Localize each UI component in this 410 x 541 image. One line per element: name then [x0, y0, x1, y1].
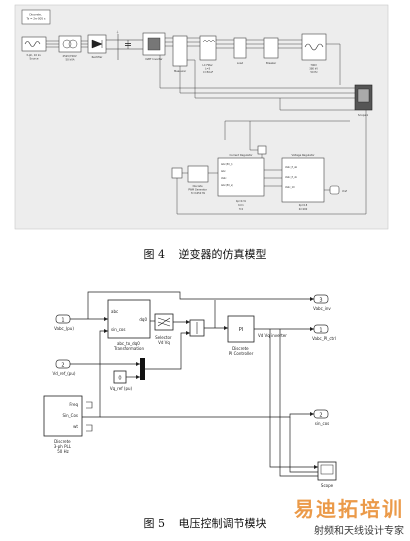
fig5-inport-1-label: Vabc_(pu) [54, 326, 74, 331]
fig5-abc2dq0-label: abc_to_dq0 Transformation [113, 341, 144, 351]
fig4-transformer2-label: 700V 380 kV 50 Hz [309, 63, 319, 74]
fig5-outport-1-num: 1 [319, 328, 322, 334]
fig5-pll-label: Discrete 3-ph PLL 50 Hz [54, 439, 72, 454]
fig5-outport-2-label: sin_cos [315, 421, 329, 426]
fig4-scope-label: Scope1 [358, 113, 369, 117]
fig4-rectifier-diode-icon [91, 39, 103, 49]
fig4-current-regulator-block[interactable] [217, 157, 265, 197]
fig4-scope-screen [357, 88, 370, 103]
fig4-current-regulator-title: Current Regulator [229, 153, 253, 157]
fig5-terminator-wt [86, 424, 93, 432]
fig5-pi-output-label: Vd Vq inverter [258, 333, 287, 338]
fig5-pi-label: Discrete PI Controller [229, 346, 254, 356]
fig4-rectifier-label: Rectifier [92, 55, 104, 59]
fig4-cr-port-2: Vabc [221, 177, 227, 180]
fig4-caption-text: 逆变器的仿真模型 [178, 248, 267, 261]
fig4-transformer1-coil-b [68, 39, 78, 49]
fig4-transformer2-block[interactable] [301, 33, 327, 61]
fig4-transformer2-sine-icon [304, 43, 324, 51]
fig4-voltage-regulator-title: Voltage Regulator [291, 153, 315, 157]
fig5-pll-block[interactable] [43, 395, 83, 437]
fig4-signal-lines [159, 55, 367, 215]
fig4-measure-label: Measurer [174, 69, 187, 73]
fig5-outport-1-label: Vabc_PI_ctrl [312, 336, 336, 341]
fig4-load-label: Load [237, 61, 244, 65]
fig4-vr-port-2: Vabc_10 [285, 186, 295, 189]
fig4-lcfilter-coil-icon [202, 40, 216, 43]
fig4-vr-port-1: Vabc_P_vb [285, 176, 298, 179]
fig5-outport-3-num: 3 [319, 298, 322, 304]
fig4-lcfilter-label: LC Filter L=3 C=50uF [203, 63, 214, 74]
fig4-caption-number: 图 4 [143, 248, 166, 261]
fig4-powergui-text: Discrete, Ts = 2e-005 s [25, 13, 46, 21]
watermark-main: 易迪拓培训 [294, 497, 404, 521]
fig4-vr-port-0: Vabc_P_ab [285, 166, 298, 169]
fig4-source-sine-icon [24, 41, 41, 47]
fig4-vref-label: Vref [342, 190, 347, 193]
fig5-inport-2-num: 2 [61, 363, 64, 369]
fig4-cr-line-1: Ki=1 [238, 204, 244, 207]
fig5-abc2dq0-port-dq0: dq0 [139, 317, 147, 322]
fig5-pi-symbol: PI [239, 327, 244, 333]
fig4-pwm-block[interactable] [187, 165, 209, 183]
fig5-arrowheads [104, 297, 318, 469]
watermark: 易迪拓培训 射频和天线设计专家 [224, 493, 404, 537]
fig4-vr-line-1: Ki=200 [299, 208, 308, 211]
fig4-vr-line-0: Kp=0.8 [299, 204, 308, 207]
fig5-abc2dq0-port-sincos: sin_cos [111, 327, 125, 332]
fig5-vdvq-mux-bar[interactable] [140, 358, 145, 380]
fig5-scope-screen [320, 464, 334, 475]
fig5-inport-2-label: Vd_ref_(pu) [53, 371, 76, 376]
fig4-cr-port-3: Iabc(PU_s) [221, 184, 233, 187]
fig5-selector-switch-icon [157, 317, 171, 327]
fig5-caption-text: 电压控制调节模块 [178, 517, 267, 530]
fig4-igbt-switch-icon [147, 37, 161, 51]
fig4-transformer1-label: 25kV/700V 50 kVA [62, 54, 77, 62]
fig5-const-label: Vq_ref (pu) [110, 386, 133, 391]
fig5-scope-label: Scope [321, 483, 334, 488]
fig4-pwm-label: Discrete PWM Generator fc=1650 Hz [188, 185, 208, 195]
fig4-transformer1-coil-a [62, 39, 72, 49]
fig5-caption: 图 5 电压控制调节模块 [0, 515, 410, 531]
fig5-caption-number: 图 5 [143, 517, 166, 530]
fig5-abc2dq0-port-abc: abc [111, 309, 118, 314]
fig5-pll-port-freq: Freq [69, 402, 78, 407]
fig4-cr-line-0: Kp=0.31 [236, 200, 247, 203]
fig5-const-value: 0 [118, 376, 121, 382]
fig4-voltage-regulator-block[interactable] [281, 157, 325, 203]
fig5-pi-block[interactable] [227, 315, 255, 343]
fig4-power-lines [46, 37, 341, 85]
fig4-breaker-label: Breaker [266, 61, 277, 65]
fig4-cr-port-1: Iabc [221, 170, 227, 173]
fig5-selector-label: Selector Vd Vq [155, 335, 173, 345]
fig5-pll-port-sincos: Sin_Cos [62, 413, 78, 418]
fig4-source-label: 3-ph, 10 kv Source [26, 53, 42, 61]
fig4-igbt-label: IGBT Inverter [145, 57, 163, 61]
fig4-ground-mark: ⏚ [116, 29, 119, 34]
fig4-powergui-block[interactable] [21, 9, 51, 25]
fig5-terminator-freq [86, 401, 93, 409]
fig4-cr-port-0: Iabc(PU_i) [221, 163, 233, 166]
fig4-caption: 图 4 逆变器的仿真模型 [0, 246, 410, 262]
fig5-outport-3-label: Vabc_inv [313, 306, 331, 311]
fig5-pll-port-wt: wt [73, 424, 78, 429]
fig5-inport-1-num: 1 [61, 318, 64, 324]
fig4-cr-line-2: f=2 [239, 208, 244, 211]
fig4-regulator-lines [176, 121, 330, 215]
watermark-sub: 射频和天线设计专家 [314, 526, 404, 537]
fig5-outport-2-num: 2 [319, 413, 322, 419]
